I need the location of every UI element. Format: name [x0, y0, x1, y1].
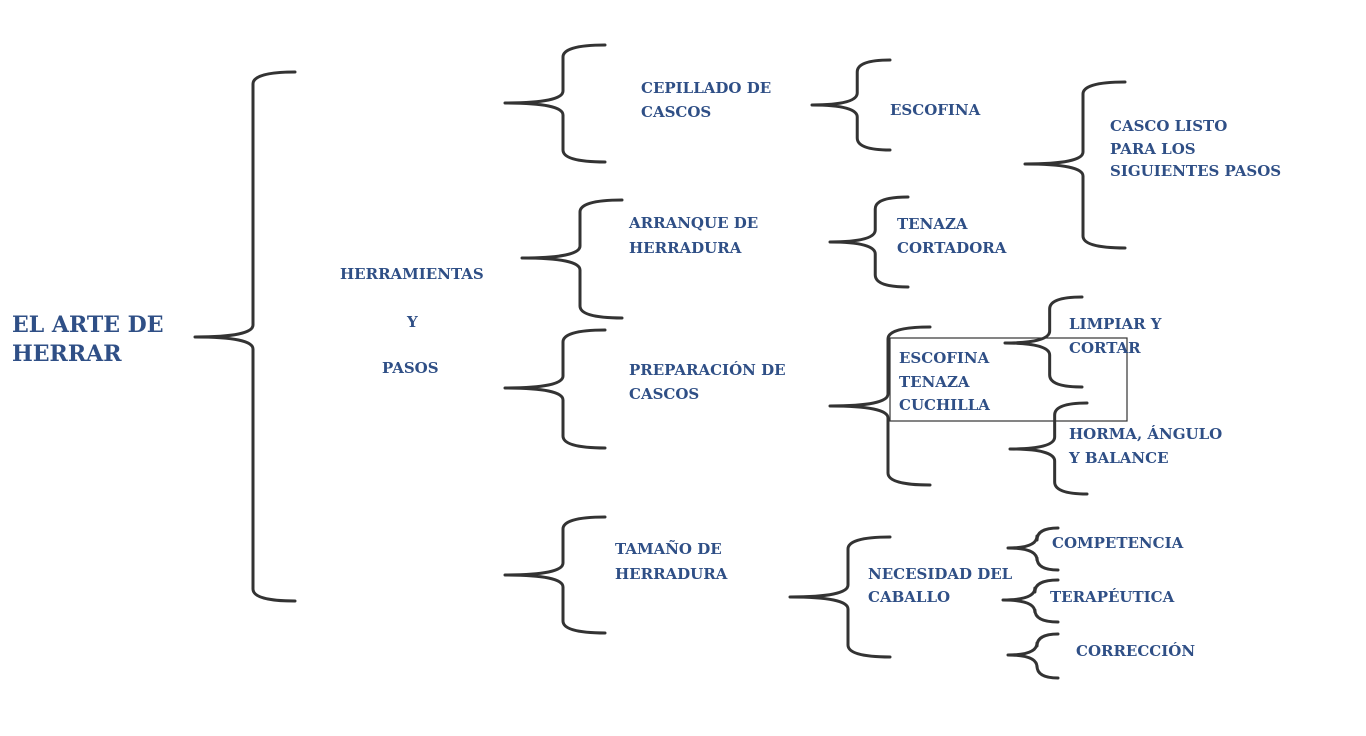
result-casco-line-1: CASCO LISTO: [1110, 117, 1227, 135]
tool-prep-line-1: ESCOFINA: [899, 349, 990, 367]
step-cepillado: CEPILLADO DE CASCOS: [641, 79, 771, 121]
tool-tenaza-line-1: TENAZA: [897, 215, 968, 233]
step-arranque-line-2: HERRADURA: [629, 239, 742, 257]
limpiar-brace: [1003, 295, 1084, 389]
result-limpiar-line-2: CORTAR: [1069, 339, 1141, 357]
tool-tenaza-cortadora: TENAZA CORTADORA: [897, 215, 1007, 257]
tool-necesidad-line-1: NECESIDAD DEL: [868, 565, 1013, 583]
level1-line-1: HERRAMIENTAS: [340, 265, 484, 283]
root-label-line-1: EL ARTE DE: [12, 312, 164, 338]
root-brace: [193, 70, 297, 603]
result-casco-listo: CASCO LISTO PARA LOS SIGUIENTES PASOS: [1110, 117, 1281, 180]
step-cepillado-line-1: CEPILLADO DE: [641, 79, 771, 97]
result-limpiar-line-1: LIMPIAR Y: [1069, 315, 1162, 333]
result-limpiar: LIMPIAR Y CORTAR: [1069, 315, 1162, 357]
step-preparacion: PREPARACIÓN DE CASCOS: [629, 361, 786, 403]
result-correccion: CORRECCIÓN: [1076, 642, 1195, 660]
escofina-brace: [810, 58, 892, 152]
horma-brace: [1008, 401, 1089, 496]
step-tamano-line-1: TAMAÑO DE: [615, 539, 722, 558]
tool-prep-line-2: TENAZA: [899, 373, 970, 391]
prep-tools-brace: [828, 325, 932, 487]
step-tamano-line-2: HERRADURA: [615, 565, 728, 583]
cepillado-brace: [503, 43, 607, 164]
tamano-brace: [503, 515, 607, 635]
step-preparacion-line-1: PREPARACIÓN DE: [629, 361, 786, 379]
tenaza-brace: [828, 195, 910, 289]
level1-line-3: PASOS: [382, 359, 439, 377]
result-horma: HORMA, ÁNGULO Y BALANCE: [1068, 425, 1222, 467]
step-cepillado-line-2: CASCOS: [641, 103, 711, 121]
tool-prep-line-3: CUCHILLA: [899, 396, 990, 414]
result-casco-line-2: PARA LOS: [1110, 140, 1196, 158]
step-arranque: ARRANQUE DE HERRADURA: [628, 214, 758, 257]
level1-line-2: Y: [406, 313, 418, 331]
correccion-brace: [1006, 632, 1060, 680]
tool-escofina: ESCOFINA: [890, 101, 981, 119]
result-casco-line-3: SIGUIENTES PASOS: [1110, 162, 1281, 180]
tool-necesidad: NECESIDAD DEL CABALLO: [868, 565, 1013, 606]
necesidad-brace: [788, 535, 892, 659]
step-tamano: TAMAÑO DE HERRADURA: [615, 539, 728, 583]
result-horma-line-2: Y BALANCE: [1068, 449, 1169, 467]
terapeutica-brace: [1001, 578, 1060, 624]
arranque-brace: [520, 198, 624, 320]
level1-node: HERRAMIENTAS Y PASOS: [340, 265, 484, 377]
prep-tools-box: [889, 337, 1128, 422]
result-competencia: COMPETENCIA: [1052, 534, 1184, 552]
root-label-line-2: HERRAR: [12, 341, 122, 367]
tool-prep-tools: ESCOFINA TENAZA CUCHILLA: [899, 349, 990, 414]
brace-group: [193, 43, 1127, 680]
tool-necesidad-line-2: CABALLO: [868, 588, 950, 606]
competencia-brace: [1006, 526, 1060, 572]
root-node: EL ARTE DE HERRAR: [12, 312, 164, 367]
preparacion-brace: [503, 328, 607, 450]
casco-listo-brace: [1023, 80, 1127, 250]
result-terapeutica: TERAPÉUTICA: [1050, 588, 1175, 606]
result-horma-line-1: HORMA, ÁNGULO: [1069, 425, 1222, 443]
step-arranque-line-1: ARRANQUE DE: [628, 214, 758, 232]
tool-tenaza-line-2: CORTADORA: [897, 239, 1007, 257]
step-preparacion-line-2: CASCOS: [629, 385, 699, 403]
